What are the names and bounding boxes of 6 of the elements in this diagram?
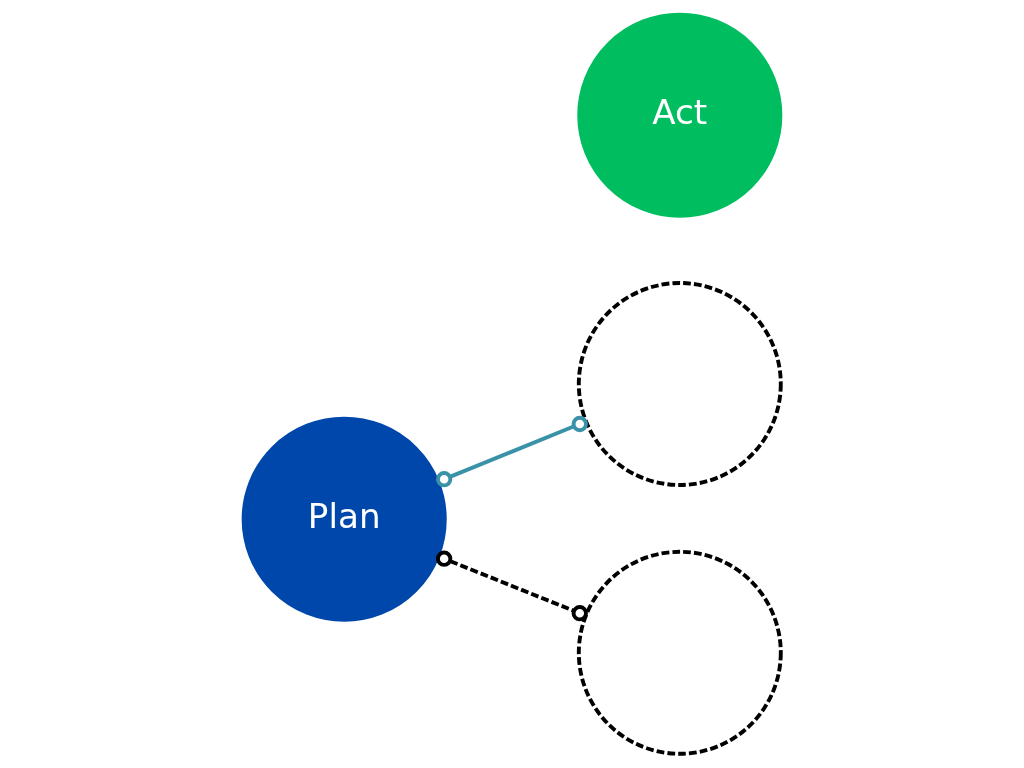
node-circle (576, 281, 783, 487)
node-circle: Plan (241, 416, 447, 622)
node-circle: Act (577, 12, 783, 218)
connector (436, 415, 588, 488)
node-circle (576, 549, 783, 756)
connector (436, 550, 588, 622)
